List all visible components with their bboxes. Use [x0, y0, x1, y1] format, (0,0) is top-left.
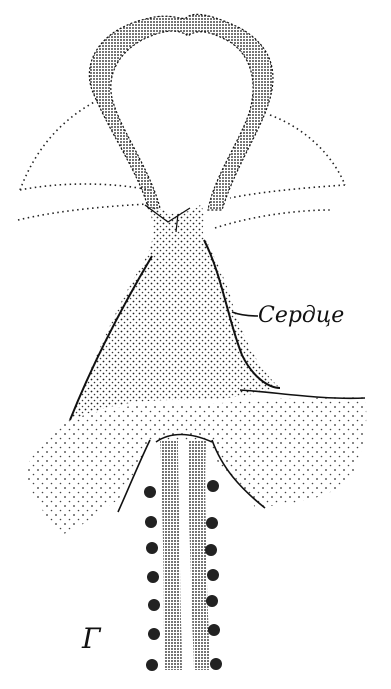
somites — [144, 480, 222, 671]
somite — [145, 516, 157, 528]
somite — [148, 599, 160, 611]
somite — [146, 659, 158, 671]
somite — [208, 624, 220, 636]
somite — [146, 542, 158, 554]
somite — [205, 544, 217, 556]
mesoderm-outline — [18, 100, 345, 228]
neural-fold — [89, 14, 273, 210]
somite — [144, 486, 156, 498]
heart-label: Сердце — [258, 303, 344, 328]
somite — [147, 571, 159, 583]
neural-tube — [156, 435, 212, 671]
somite — [210, 658, 222, 670]
somite — [206, 595, 218, 607]
heart — [70, 205, 280, 420]
somite — [148, 628, 160, 640]
somite — [207, 480, 219, 492]
panel-label: Г — [81, 622, 102, 655]
somite — [207, 569, 219, 581]
somite — [206, 517, 218, 529]
